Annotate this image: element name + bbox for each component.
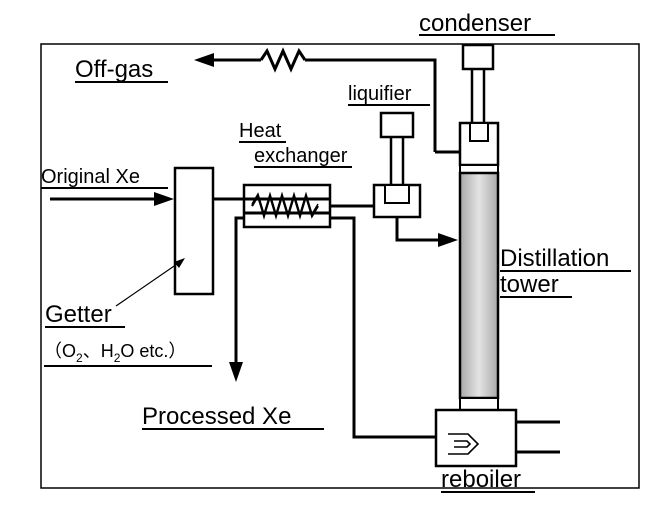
- liquifier: [372, 111, 422, 219]
- getter-note: （O2、H2O etc.）: [44, 341, 186, 365]
- reboiler-return-line: [330, 216, 436, 439]
- liquifier-to-tower-line: [395, 217, 458, 247]
- heat-exchanger: [242, 183, 332, 229]
- condenser: [458, 43, 500, 167]
- getter: [115, 166, 244, 307]
- processed-xe-label: Processed Xe: [142, 403, 291, 430]
- getter-leader-line: [115, 261, 181, 307]
- heat-exchanger-label-line1: Heat: [239, 120, 282, 142]
- reboiler-label: reboiler: [441, 466, 521, 493]
- off-gas-line: [194, 47, 460, 154]
- system-enclosure: [40, 43, 640, 489]
- original-xe-inlet: [50, 192, 174, 206]
- condenser-label: condenser: [419, 10, 531, 37]
- off-gas-label: Off-gas: [75, 56, 153, 83]
- liquifier-label: liquifier: [348, 83, 412, 105]
- distillation-tower-label-line1: Distillation: [500, 245, 609, 272]
- heat-exchanger-label-line2: exchanger: [254, 145, 348, 167]
- original-xe-label: Original Xe: [41, 166, 140, 188]
- reboiler: [434, 408, 560, 468]
- off-gas-arrow: [194, 53, 214, 67]
- distillation-tower-label-line2: tower: [500, 271, 559, 298]
- processed-xe-outlet: [229, 216, 244, 382]
- distillation-tower: [458, 164, 500, 411]
- getter-label: Getter: [45, 301, 112, 328]
